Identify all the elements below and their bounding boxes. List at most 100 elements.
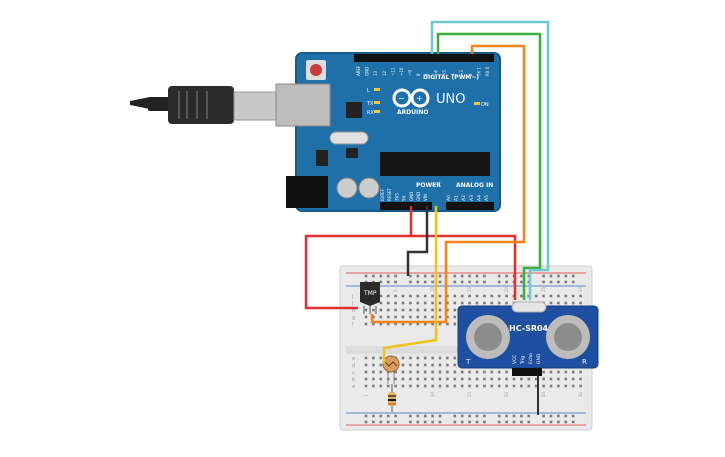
breadboard-hole[interactable] [542,370,545,374]
rail-hole[interactable] [557,414,560,418]
breadboard-hole[interactable] [416,294,420,298]
breadboard-hole[interactable] [372,356,375,360]
rail-hole[interactable] [527,420,531,424]
breadboard-hole[interactable] [401,370,405,374]
breadboard-hole[interactable] [409,384,412,388]
breadboard-hole[interactable] [431,322,434,326]
breadboard-hole[interactable] [364,370,368,374]
breadboard-hole[interactable] [372,308,375,312]
breadboard-hole[interactable] [431,308,434,312]
rail-hole[interactable] [438,280,442,284]
rail-hole[interactable] [468,420,471,424]
breadboard-hole[interactable] [534,377,538,381]
breadboard-hole[interactable] [446,363,449,367]
breadboard-hole[interactable] [534,294,538,298]
breadboard-hole[interactable] [557,377,560,381]
rail-hole[interactable] [416,280,420,284]
breadboard-hole[interactable] [394,370,397,374]
breadboard-hole[interactable] [460,377,464,381]
rail-hole[interactable] [549,414,553,418]
rail-hole[interactable] [520,274,523,278]
rail-hole[interactable] [394,420,397,424]
rail-hole[interactable] [423,274,427,278]
rail-hole[interactable] [394,280,397,284]
breadboard-hole[interactable] [571,301,575,305]
breadboard-hole[interactable] [446,370,449,374]
breadboard-hole[interactable] [423,370,427,374]
breadboard-hole[interactable] [505,377,508,381]
breadboard-hole[interactable] [446,322,449,326]
breadboard-hole[interactable] [379,370,383,374]
rail-hole[interactable] [431,414,434,418]
rail-hole[interactable] [386,274,390,278]
rail-hole[interactable] [512,420,516,424]
breadboard-hole[interactable] [438,384,442,388]
breadboard-hole[interactable] [557,301,560,305]
breadboard-hole[interactable] [386,384,390,388]
breadboard-hole[interactable] [379,363,383,367]
breadboard-hole[interactable] [372,384,375,388]
breadboard-hole[interactable] [423,308,427,312]
breadboard-hole[interactable] [379,384,383,388]
rail-hole[interactable] [520,420,523,424]
breadboard-hole[interactable] [416,356,420,360]
breadboard-hole[interactable] [379,294,383,298]
breadboard-hole[interactable] [534,384,538,388]
breadboard-hole[interactable] [416,301,420,305]
breadboard-hole[interactable] [431,377,434,381]
rail-hole[interactable] [453,414,457,418]
breadboard-hole[interactable] [468,370,471,374]
breadboard-hole[interactable] [394,301,397,305]
breadboard-hole[interactable] [446,356,449,360]
breadboard-hole[interactable] [379,377,383,381]
rail-hole[interactable] [379,414,383,418]
rail-hole[interactable] [468,274,471,278]
breadboard-hole[interactable] [416,370,420,374]
breadboard-hole[interactable] [453,294,457,298]
breadboard-hole[interactable] [505,384,508,388]
rail-hole[interactable] [571,420,575,424]
breadboard-hole[interactable] [512,377,516,381]
breadboard-hole[interactable] [394,308,397,312]
breadboard-hole[interactable] [497,370,501,374]
rail-hole[interactable] [505,274,508,278]
breadboard-hole[interactable] [490,370,494,374]
rail-hole[interactable] [483,420,486,424]
breadboard-hole[interactable] [438,301,442,305]
rail-hole[interactable] [438,414,442,418]
breadboard-hole[interactable] [490,301,494,305]
power-header[interactable] [380,202,432,210]
rail-hole[interactable] [423,420,427,424]
breadboard-hole[interactable] [416,308,420,312]
breadboard-hole[interactable] [423,363,427,367]
breadboard-hole[interactable] [564,377,568,381]
breadboard-hole[interactable] [527,384,531,388]
breadboard-hole[interactable] [401,294,405,298]
rail-hole[interactable] [564,280,568,284]
breadboard-hole[interactable] [542,384,545,388]
rail-hole[interactable] [386,280,390,284]
breadboard-hole[interactable] [490,377,494,381]
breadboard-hole[interactable] [549,370,553,374]
rail-hole[interactable] [557,280,560,284]
breadboard-hole[interactable] [364,356,368,360]
breadboard-hole[interactable] [564,370,568,374]
breadboard-hole[interactable] [409,301,412,305]
breadboard-hole[interactable] [423,315,427,319]
breadboard-hole[interactable] [564,294,568,298]
breadboard-hole[interactable] [579,384,582,388]
rail-hole[interactable] [475,420,479,424]
rail-hole[interactable] [468,414,471,418]
breadboard-hole[interactable] [446,384,449,388]
rail-hole[interactable] [564,274,568,278]
breadboard-hole[interactable] [475,294,479,298]
rail-hole[interactable] [431,280,434,284]
breadboard-hole[interactable] [483,384,486,388]
breadboard-hole[interactable] [557,370,560,374]
breadboard-hole[interactable] [386,308,390,312]
digital-header[interactable] [354,54,494,62]
breadboard-hole[interactable] [483,301,486,305]
breadboard-hole[interactable] [431,294,434,298]
